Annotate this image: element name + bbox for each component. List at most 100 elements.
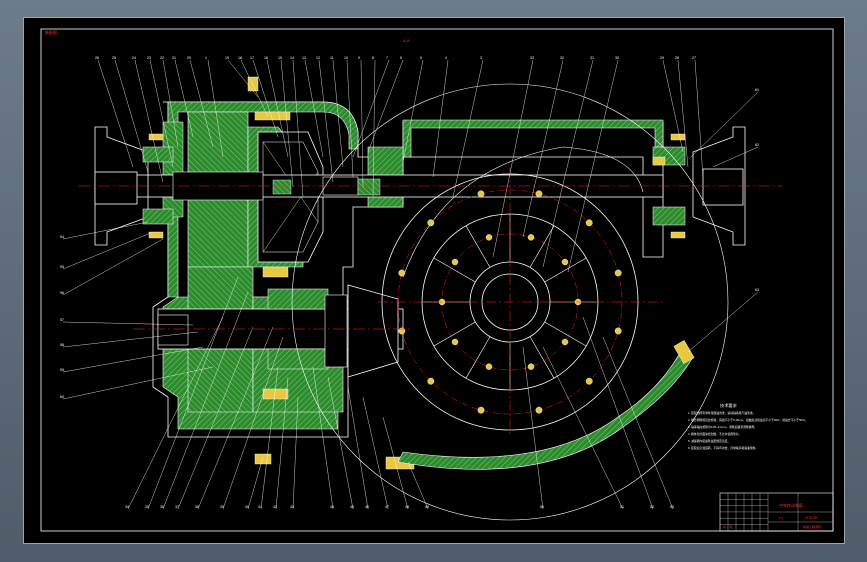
part-balloon: 21 xyxy=(172,56,176,60)
leader-line xyxy=(240,59,269,118)
part-balloon: 49 xyxy=(425,505,429,509)
leader-line xyxy=(327,376,354,510)
note-line-2: 2. 啮合侧隙用铅丝检验，其值不小于0.15mm，接触斑点按齿高不小于40%，按… xyxy=(688,418,808,422)
note-line-5: 5. 减速器内装齿轮油至规定高度。 xyxy=(688,439,730,443)
part-balloon: 45 xyxy=(350,505,354,509)
bolt-hole xyxy=(561,258,569,266)
part-balloon: 26 xyxy=(95,56,99,60)
leader-line xyxy=(690,91,759,158)
bolt-hole xyxy=(485,234,493,241)
leader-line xyxy=(407,461,429,510)
part-balloon: 20 xyxy=(187,56,191,60)
bolt-hole xyxy=(427,219,435,227)
leader-line xyxy=(318,59,334,183)
leader-line xyxy=(62,238,164,296)
title-block-scale: 1:2 xyxy=(779,516,784,520)
leader-line xyxy=(62,231,154,270)
part-balloon: 25 xyxy=(112,56,116,60)
part-balloon: 3 xyxy=(480,56,482,60)
part-balloon: 11 xyxy=(330,56,334,60)
wheel-spoke xyxy=(433,257,476,283)
part-balloon: 6 xyxy=(400,56,402,60)
part-balloon: 51 xyxy=(620,505,624,509)
note-line-1: 1. 装配前所有零件用煤油清洗，滚动轴承用汽油清洗。 xyxy=(688,411,755,415)
leader-line xyxy=(62,321,194,326)
part-balloon: 22 xyxy=(160,56,164,60)
leader-line xyxy=(207,59,224,158)
part-balloon: 44 xyxy=(330,505,334,509)
wheel-spoke xyxy=(529,336,555,379)
part-balloon: 17 xyxy=(250,56,254,60)
leader-line xyxy=(114,59,149,173)
title-block-sheet: 共 1 张 xyxy=(723,524,732,529)
part-balloon: 27 xyxy=(692,56,696,60)
leader-line xyxy=(62,331,199,348)
part-balloon: 36 xyxy=(160,505,164,509)
part-balloon: 62 xyxy=(755,143,759,147)
part-balloon: 32 xyxy=(560,56,564,60)
leader-line xyxy=(177,326,254,510)
leader-line xyxy=(362,396,389,510)
part-balloon: 30 xyxy=(615,56,619,60)
leader-line xyxy=(312,366,334,510)
bolt-hole xyxy=(585,377,593,385)
part-balloon: 38 xyxy=(195,505,199,509)
part-balloon: 39 xyxy=(220,505,224,509)
leader-line xyxy=(292,396,299,510)
part-balloon: 16 xyxy=(264,56,268,60)
leader-line xyxy=(147,276,239,510)
leader-line xyxy=(247,456,264,510)
part-balloon: 4 xyxy=(445,56,447,60)
leader-line xyxy=(304,59,324,158)
part-balloon: 50 xyxy=(540,505,544,509)
leader-line xyxy=(62,366,214,400)
part-balloon: 60 xyxy=(60,395,64,399)
technical-notes: 技术要求 1. 装配前所有零件用煤油清洗，滚动轴承用汽油清洗。 2. 啮合侧隙用… xyxy=(688,402,808,450)
part-balloon: 13 xyxy=(302,56,306,60)
part-balloon: 35 xyxy=(145,505,149,509)
leader-line xyxy=(372,59,376,198)
part-balloon: 61 xyxy=(755,88,759,92)
leader-line xyxy=(522,59,564,238)
gear-front-view xyxy=(291,83,729,521)
right-flange xyxy=(652,126,746,246)
leader-line xyxy=(149,59,174,168)
leader-line xyxy=(352,59,390,158)
outer-guard xyxy=(397,346,694,470)
part-balloon: 55 xyxy=(60,265,64,269)
leader-line xyxy=(260,366,279,510)
top-left-label: 装配图 xyxy=(45,29,57,35)
leader-line xyxy=(62,346,204,373)
leader-line xyxy=(189,59,214,148)
part-balloon: 63 xyxy=(755,288,759,292)
leader-line xyxy=(542,59,594,268)
part-balloon: 12 xyxy=(316,56,320,60)
bolt-hole xyxy=(527,363,535,370)
leader-line xyxy=(162,291,249,510)
title-block-drawing-no: ZCD-00 xyxy=(805,516,817,520)
part-balloon: 10 xyxy=(344,56,348,60)
leader-line xyxy=(197,326,274,510)
leader-line xyxy=(492,59,534,258)
wheel-spoke xyxy=(465,225,491,268)
bolt-hole xyxy=(398,269,406,277)
assembly-drawing: 装配图 A-A xyxy=(40,28,834,532)
leader-line xyxy=(360,59,364,188)
leader-line xyxy=(347,386,369,510)
part-balloon: 24 xyxy=(132,56,136,60)
part-balloon: 33 xyxy=(530,56,534,60)
bolt-hole xyxy=(614,327,622,335)
part-balloon: 19 xyxy=(225,56,229,60)
leader-line xyxy=(694,59,704,178)
part-balloon: 14 xyxy=(290,56,294,60)
note-line-6: 6. 装配后空载运转，不得有冲击、异常噪声和漏油现象。 xyxy=(688,446,758,450)
leader-line xyxy=(266,59,289,158)
part-balloon: 52 xyxy=(650,505,654,509)
part-balloon: 43 xyxy=(290,505,294,509)
title-block-school: 机械工程学院 xyxy=(803,524,821,529)
bolt-hole xyxy=(451,338,459,346)
bolt-hole xyxy=(527,234,535,241)
leader-line xyxy=(662,59,684,153)
part-balloon: 34 xyxy=(125,505,129,509)
